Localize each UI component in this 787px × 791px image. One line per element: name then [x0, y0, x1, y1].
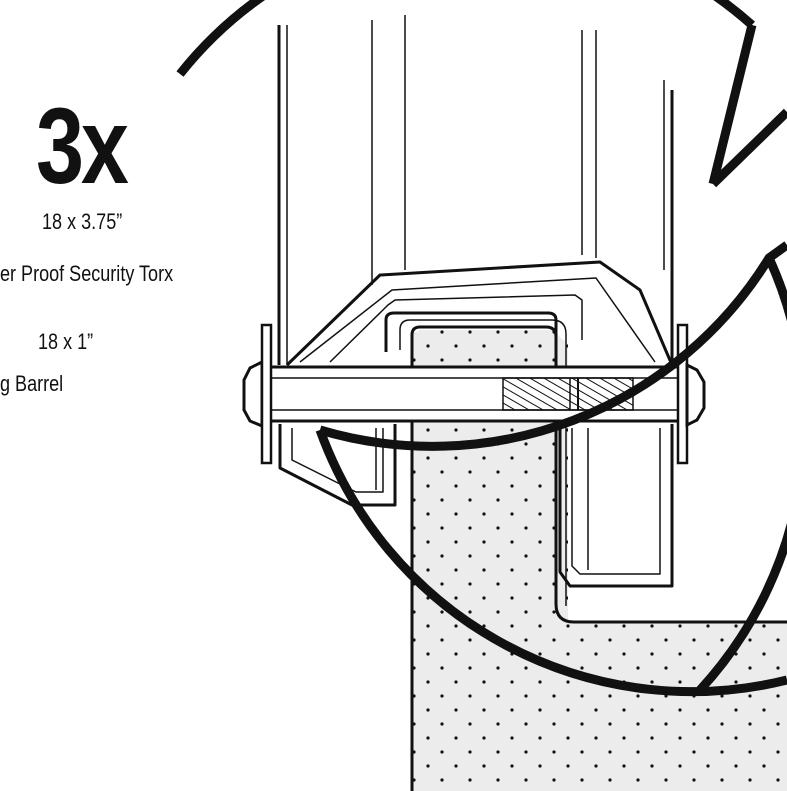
bracket	[278, 260, 674, 588]
item-2-spec: 18 x 1”	[38, 329, 94, 354]
item-1-desc: er Proof Security Torx	[0, 261, 174, 286]
quantity-label: 3x	[36, 85, 129, 206]
bolt-head-left	[242, 323, 273, 465]
barrel-nut-right	[676, 323, 706, 465]
item-1-spec: 18 x 3.75”	[42, 209, 123, 234]
post	[277, 15, 674, 365]
magnifier-callout-outline	[176, 0, 787, 697]
concrete-base	[412, 330, 787, 791]
channel-outline	[399, 319, 787, 791]
item-2-desc: g Barrel	[0, 371, 64, 396]
